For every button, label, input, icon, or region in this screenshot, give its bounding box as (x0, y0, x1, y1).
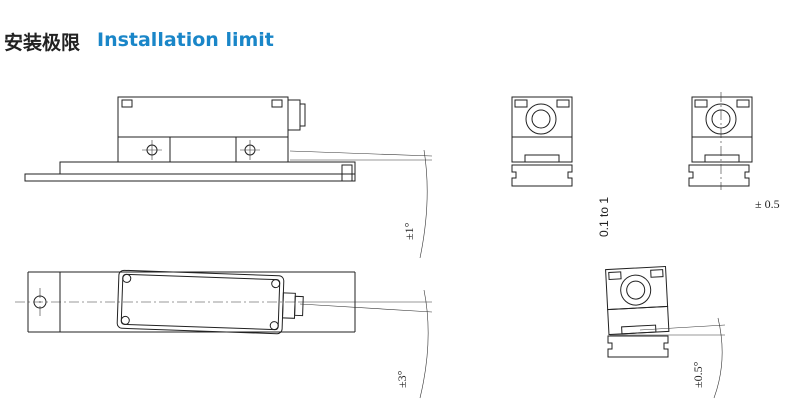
title-chinese: 安装极限 (4, 32, 81, 54)
side-view: ±1° (24, 96, 433, 259)
top-view: ±3° (15, 269, 433, 399)
front-view-roll: ±0.5° (605, 265, 726, 399)
title-english: Installation limit (97, 29, 274, 51)
pitch-angle-label: ±1° (402, 222, 416, 240)
front-view-offset: ± 0.5 (688, 92, 780, 211)
front-view-gap: 0.1 to 1 (511, 96, 611, 237)
roll-angle-label: ±0.5° (691, 361, 705, 388)
yaw-angle-label: ±3° (395, 370, 409, 388)
offset-label: ± 0.5 (755, 197, 780, 211)
gap-label: 0.1 to 1 (597, 197, 611, 237)
